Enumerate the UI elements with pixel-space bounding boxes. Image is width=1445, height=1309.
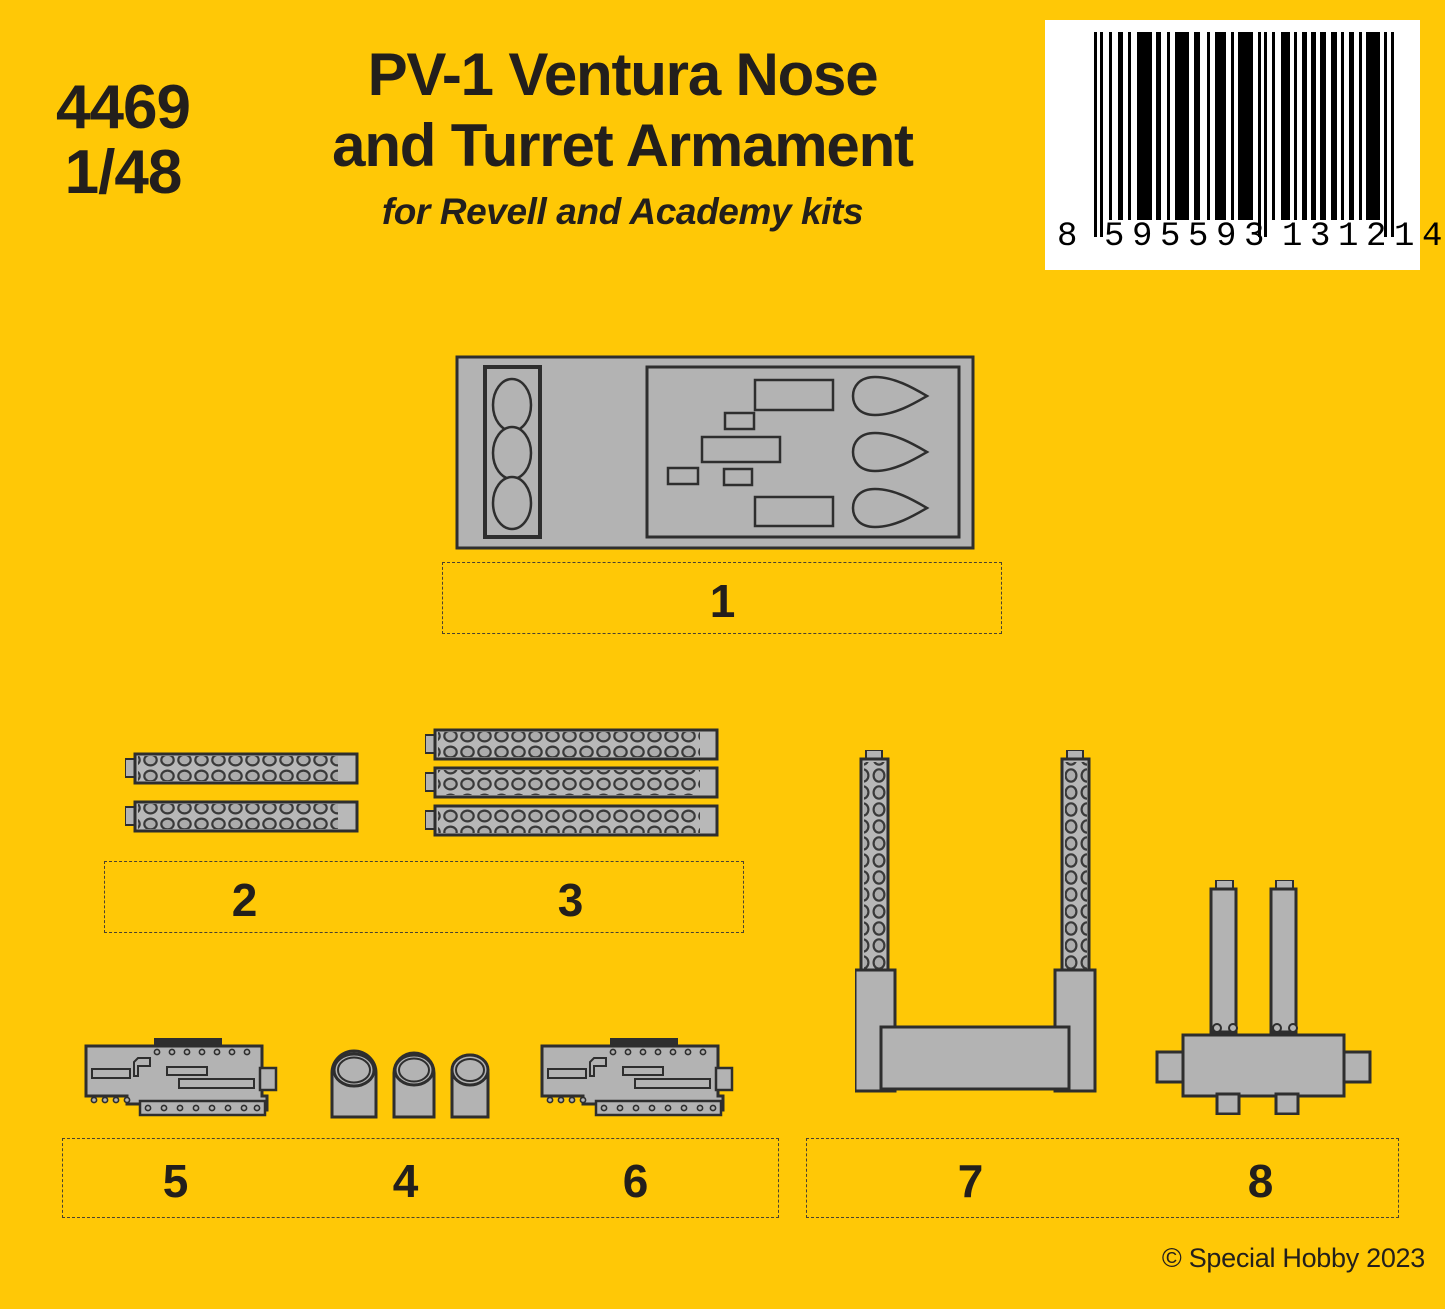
product-subtitle: for Revell and Academy kits bbox=[381, 190, 864, 232]
barcode-bar bbox=[1109, 32, 1112, 220]
barcode-bar bbox=[1331, 32, 1337, 220]
barcode-bar bbox=[1094, 32, 1097, 237]
product-title-line-1: PV-1 Ventura Nose bbox=[367, 41, 879, 108]
part-number-2: 2 bbox=[231, 874, 258, 926]
barcode-bar bbox=[1167, 32, 1170, 220]
barcode-digit: 3 bbox=[1244, 218, 1265, 256]
part-number-7: 7 bbox=[957, 1155, 984, 1207]
part-number-4: 4 bbox=[392, 1155, 419, 1207]
scale-label: 1/48 bbox=[64, 138, 183, 208]
barcode-bar bbox=[1258, 32, 1261, 237]
barcode-bar bbox=[1264, 32, 1267, 237]
barcode-bar bbox=[1272, 32, 1275, 220]
part-6-artwork bbox=[540, 1038, 734, 1117]
barcode-digit: 1 bbox=[1338, 218, 1359, 256]
part-number-3: 3 bbox=[557, 874, 584, 926]
part-1-artwork bbox=[455, 355, 975, 550]
catalog-number-block: 4469 1/48 bbox=[28, 75, 218, 205]
barcode-bar bbox=[1137, 32, 1152, 220]
barcode-digit: 1 bbox=[1394, 218, 1415, 256]
part-number-6: 6 bbox=[622, 1155, 649, 1207]
barcode-digit: 3 bbox=[1310, 218, 1331, 256]
barcode-bar bbox=[1384, 32, 1387, 237]
part-label-box bbox=[104, 861, 744, 933]
part-label-box bbox=[806, 1138, 1399, 1218]
barcode-bar bbox=[1320, 32, 1326, 220]
barcode-bar bbox=[1118, 32, 1123, 220]
header: 4469 1/48 PV-1 Ventura Nose and Turret A… bbox=[0, 0, 1445, 290]
catalog-number: 4469 bbox=[56, 73, 191, 142]
product-title-line-2: and Turret Armament bbox=[332, 111, 914, 179]
barcode-bar bbox=[1207, 32, 1210, 220]
part-3-artwork bbox=[425, 728, 719, 837]
barcode-bar bbox=[1349, 32, 1354, 220]
barcode-bar bbox=[1194, 32, 1200, 220]
barcode-bar bbox=[1341, 32, 1344, 220]
barcode-digit: 5 bbox=[1160, 218, 1181, 256]
barcode-bar bbox=[1311, 32, 1316, 220]
barcode-digit: 2 bbox=[1366, 218, 1387, 256]
barcode-digit: 4 bbox=[1422, 218, 1443, 256]
barcode-digit: 1 bbox=[1282, 218, 1303, 256]
barcode-bar bbox=[1294, 32, 1297, 220]
barcode-bar bbox=[1302, 32, 1307, 220]
barcode-bar bbox=[1128, 32, 1131, 220]
barcode-digit: 5 bbox=[1104, 218, 1125, 256]
barcode-bar bbox=[1156, 32, 1161, 220]
part-2-artwork bbox=[125, 752, 359, 833]
part-5-artwork bbox=[84, 1038, 278, 1117]
barcode-bar bbox=[1359, 32, 1362, 220]
barcode-bar bbox=[1281, 32, 1290, 220]
barcode-bars bbox=[1068, 32, 1398, 237]
part-number-1: 1 bbox=[709, 575, 736, 627]
barcode-digit: 9 bbox=[1216, 218, 1237, 256]
part-8-artwork bbox=[1155, 880, 1372, 1115]
copyright-notice: © Special Hobby 2023 bbox=[1161, 1243, 1425, 1273]
part-label-box bbox=[62, 1138, 779, 1218]
barcode-bar bbox=[1100, 32, 1103, 237]
part-number-5: 5 bbox=[162, 1155, 189, 1207]
part-4-artwork bbox=[330, 1049, 490, 1119]
part-7-artwork bbox=[855, 750, 1097, 1093]
barcode-bar bbox=[1231, 32, 1234, 220]
barcode-digit: 9 bbox=[1132, 218, 1153, 256]
barcode-bar bbox=[1391, 32, 1394, 237]
barcode-bar bbox=[1175, 32, 1189, 220]
barcode-bar bbox=[1366, 32, 1380, 220]
barcode-digit: 5 bbox=[1188, 218, 1209, 256]
barcode-digit: 8 bbox=[1057, 218, 1078, 256]
barcode-bar bbox=[1215, 32, 1226, 220]
barcode-bar bbox=[1238, 32, 1253, 220]
part-number-8: 8 bbox=[1247, 1155, 1274, 1207]
title-block: PV-1 Ventura Nose and Turret Armament fo… bbox=[215, 40, 1030, 236]
part-label-box bbox=[442, 562, 1002, 634]
